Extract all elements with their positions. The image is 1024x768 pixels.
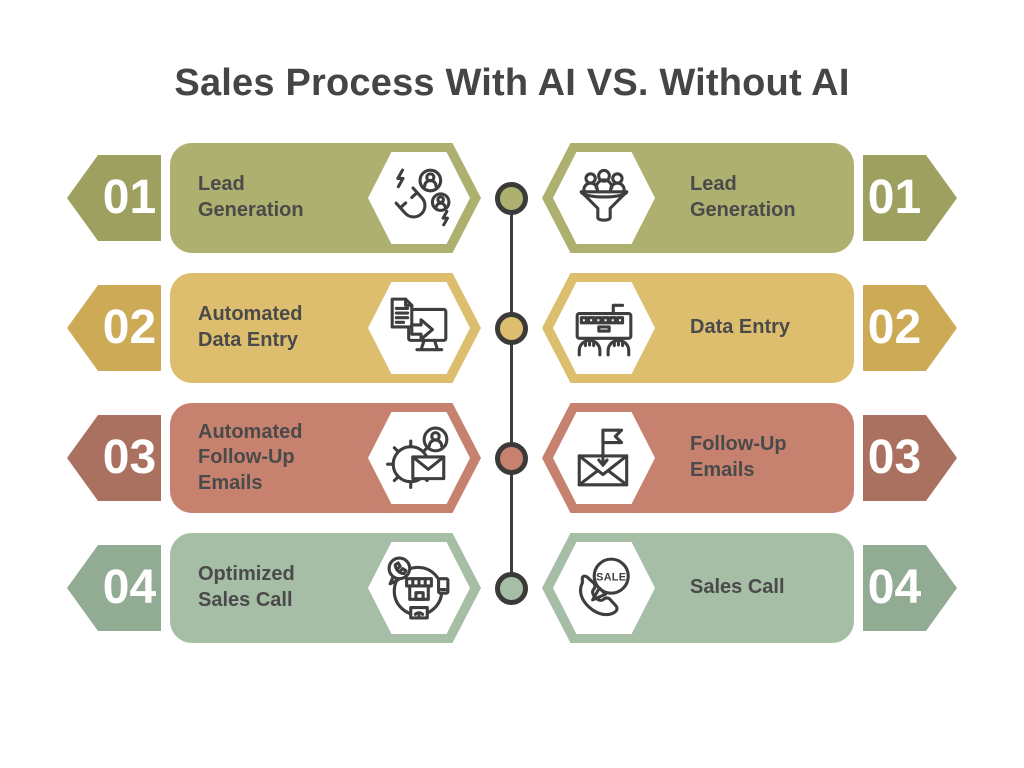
- banner-label: Optimized Sales Call: [198, 563, 295, 611]
- timeline-dot-1: [495, 181, 528, 215]
- hexagon-face: [553, 282, 655, 374]
- step-number: 04: [867, 561, 922, 614]
- banner-without-ai-step-2: Data Entry 02: [542, 273, 957, 383]
- icon-hexagon: [542, 143, 666, 253]
- timeline-dot-2: [495, 311, 528, 345]
- page-title: Sales Process With AI VS. Without AI: [174, 62, 850, 104]
- banner-label: Lead Generation: [690, 173, 796, 221]
- step-number-tab: 01: [67, 155, 161, 241]
- banner-label: Automated Follow-Up Emails: [198, 420, 303, 494]
- icon-hexagon: SALE: [542, 533, 666, 643]
- banner-label: Lead Generation: [198, 173, 304, 221]
- step-number-tab: 04: [863, 545, 957, 631]
- step-number-tab: 03: [863, 415, 957, 501]
- timeline-line: [510, 198, 513, 588]
- funnel-people-icon: [571, 165, 637, 231]
- banner-label: Automated Data Entry: [198, 303, 303, 351]
- step-number: 01: [102, 171, 157, 224]
- hexagon-face: [368, 412, 470, 504]
- step-number: 04: [102, 561, 157, 614]
- hexagon-face: [368, 152, 470, 244]
- timeline-dot-4: [495, 571, 528, 605]
- step-number: 03: [867, 431, 922, 484]
- step-number: 02: [867, 301, 922, 354]
- phone-sale-bubble-icon: SALE: [571, 555, 637, 621]
- step-number-tab: 03: [67, 415, 161, 501]
- banner-with-ai-step-3: 03 Automated Follow-Up Emails: [67, 403, 482, 513]
- step-number: 03: [102, 431, 157, 484]
- banner-label: Follow-Up Emails: [690, 433, 787, 481]
- magnet-leads-icon: [386, 165, 452, 231]
- icon-hexagon: [542, 403, 666, 513]
- step-number: 02: [102, 301, 157, 354]
- banner-with-ai-step-1: 01 Lead Generation: [67, 143, 482, 253]
- icon-hexagon: [357, 273, 481, 383]
- hexagon-face: [368, 282, 470, 374]
- step-number-tab: 02: [67, 285, 161, 371]
- hexagon-face: [553, 152, 655, 244]
- banner-with-ai-step-4: 04 Optimized Sales Call: [67, 533, 482, 643]
- step-number-tab: 02: [863, 285, 957, 371]
- banner-label: Sales Call: [690, 576, 785, 599]
- icon-hexagon: [542, 273, 666, 383]
- hexagon-face: SALE: [553, 542, 655, 634]
- banner-without-ai-step-4: SALE Sales Call 04: [542, 533, 957, 643]
- flagged-envelope-icon: [571, 425, 637, 491]
- icon-hexagon: [357, 403, 481, 513]
- banner-label: Data Entry: [690, 316, 791, 339]
- hexagon-face: [368, 542, 470, 634]
- icon-hexagon: [357, 533, 481, 643]
- keyboard-typing-icon: [571, 295, 637, 361]
- banner-with-ai-step-2: 02 Automated Data Entry: [67, 273, 482, 383]
- timeline-dot-3: [495, 441, 528, 475]
- step-number-tab: 01: [863, 155, 957, 241]
- banner-without-ai-step-3: Follow-Up Emails 03: [542, 403, 957, 513]
- icon-hexagon: [357, 143, 481, 253]
- document-to-computer-icon: [386, 295, 452, 361]
- store-call-cycle-icon: [386, 555, 452, 621]
- step-number: 01: [867, 171, 922, 224]
- step-number-tab: 04: [67, 545, 161, 631]
- svg-text:SALE: SALE: [596, 571, 626, 583]
- hexagon-face: [553, 412, 655, 504]
- banner-without-ai-step-1: Lead Generation 01: [542, 143, 957, 253]
- gear-email-person-icon: [386, 425, 452, 491]
